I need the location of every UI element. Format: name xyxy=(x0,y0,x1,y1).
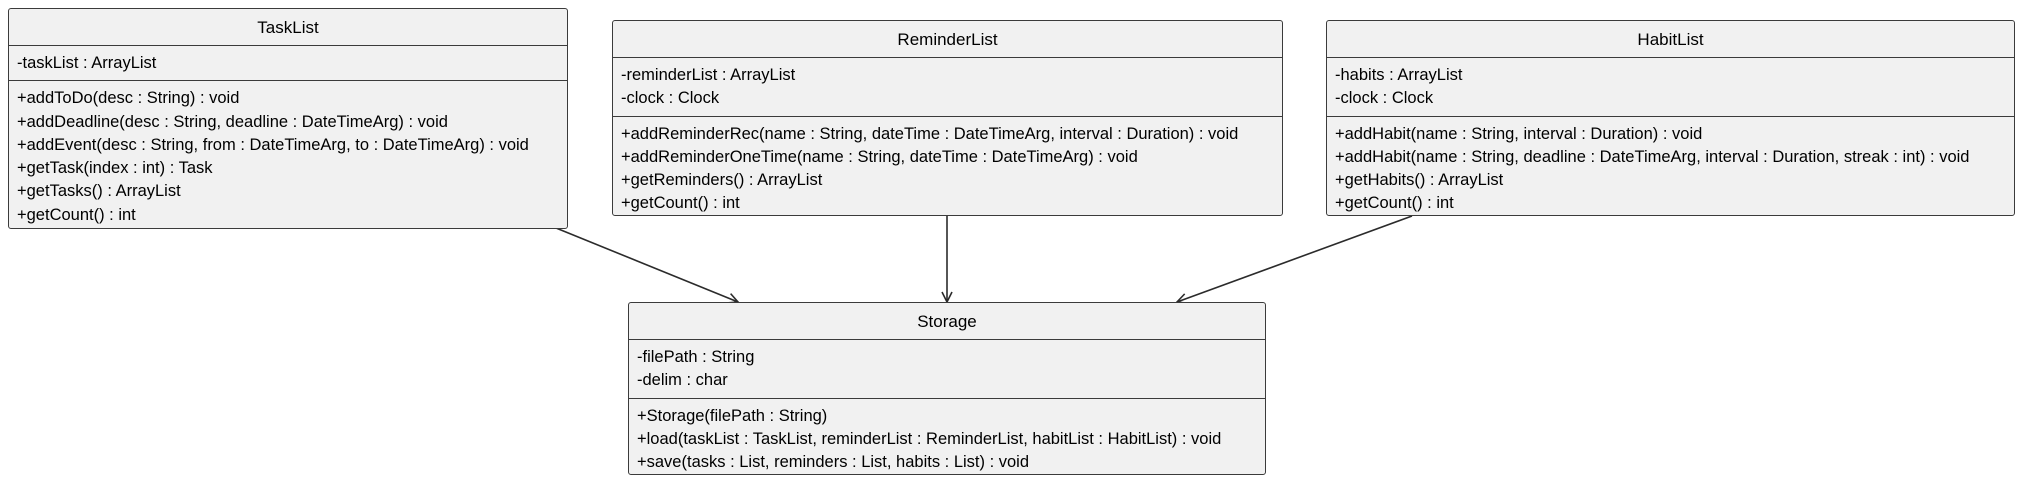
method: +getTask(index : int) : Task xyxy=(17,159,213,178)
methods-section: +addHabit(name : String, interval : Dura… xyxy=(1327,117,2014,221)
method: +getReminders() : ArrayList xyxy=(621,171,823,190)
attribute: -taskList : ArrayList xyxy=(17,54,157,72)
method: +addEvent(desc : String, from : DateTime… xyxy=(17,135,529,154)
class-name: Storage xyxy=(629,303,1265,340)
attribute: -clock : Clock xyxy=(621,89,720,108)
attribute: -filePath : String xyxy=(637,348,755,366)
method: +getCount() : int xyxy=(621,194,740,213)
class-tasklist: TaskList -taskList : ArrayList +addToDo(… xyxy=(8,8,568,229)
attributes-section: -reminderList : ArrayList -clock : Clock xyxy=(613,58,1282,117)
class-name: HabitList xyxy=(1327,21,2014,58)
attributes-section: -habits : ArrayList -clock : Clock xyxy=(1327,58,2014,117)
method: +addToDo(desc : String) : void xyxy=(17,89,240,108)
attributes-section: -taskList : ArrayList xyxy=(9,46,567,82)
class-reminderlist: ReminderList -reminderList : ArrayList -… xyxy=(612,20,1283,216)
class-name: TaskList xyxy=(9,9,567,46)
method: +load(taskList : TaskList, reminderList … xyxy=(637,429,1222,448)
arrow-habitlist-to-storage xyxy=(1177,215,1413,302)
methods-section: +addReminderRec(name : String, dateTime … xyxy=(613,117,1282,221)
class-name: ReminderList xyxy=(613,21,1282,58)
method: +addReminderRec(name : String, dateTime … xyxy=(621,124,1239,143)
method: +getCount() : int xyxy=(1335,194,1454,213)
method: +getHabits() : ArrayList xyxy=(1335,171,1504,190)
methods-section: +addToDo(desc : String) : void +addDeadl… xyxy=(9,81,567,232)
attribute: -clock : Clock xyxy=(1335,89,1434,108)
method: +addHabit(name : String, deadline : Date… xyxy=(1335,147,1970,166)
method: +addDeadline(desc : String, deadline : D… xyxy=(17,112,448,131)
attributes-section: -filePath : String -delim : char xyxy=(629,340,1265,399)
method: +Storage(filePath : String) xyxy=(637,406,828,425)
arrow-tasklist-to-storage xyxy=(555,227,738,302)
class-storage: Storage -filePath : String -delim : char… xyxy=(628,302,1266,475)
attribute: -habits : ArrayList xyxy=(1335,66,1463,84)
method: +addHabit(name : String, interval : Dura… xyxy=(1335,124,1703,143)
method: +addReminderOneTime(name : String, dateT… xyxy=(621,147,1138,166)
attribute: -reminderList : ArrayList xyxy=(621,66,796,84)
method: +getTasks() : ArrayList xyxy=(17,182,181,201)
attribute: -delim : char xyxy=(637,371,728,390)
method: +getCount() : int xyxy=(17,205,136,224)
method: +save(tasks : List, reminders : List, ha… xyxy=(637,453,1030,472)
methods-section: +Storage(filePath : String) +load(taskLi… xyxy=(629,399,1265,480)
class-habitlist: HabitList -habits : ArrayList -clock : C… xyxy=(1326,20,2015,216)
